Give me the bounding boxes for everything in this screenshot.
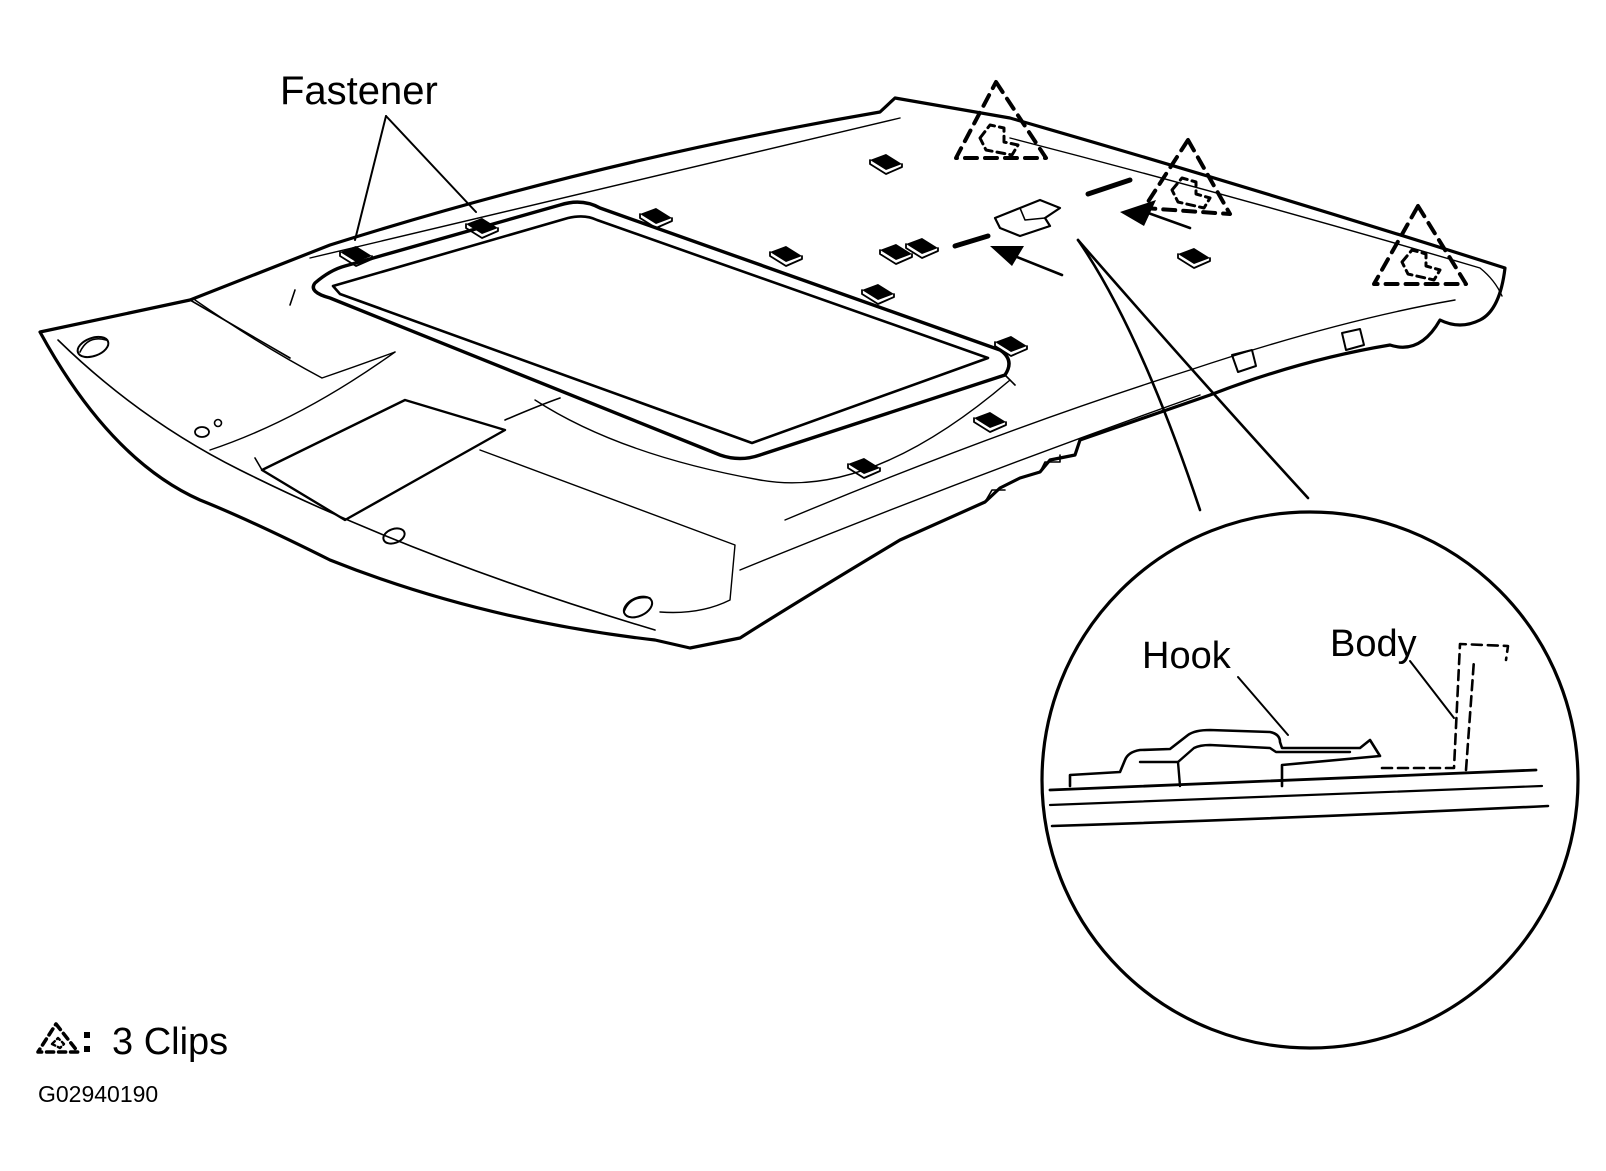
fastener-callout: Fastener [280,69,477,241]
fastener-pad [861,284,895,305]
grommet-holes [76,328,1365,619]
clip-markers [954,80,1468,286]
roof-headliner [38,96,1507,650]
clip-icon [1142,138,1232,216]
fastener-pad [639,208,673,229]
fastener-pad [869,154,903,175]
sunroof-opening [289,200,1016,461]
legend-count-text: 3 Clips [112,1021,228,1063]
fastener-pad [339,246,373,267]
fastener-pad [994,336,1028,357]
fastener-label: Fastener [280,69,438,113]
fastener-pad [769,246,803,267]
fastener-pads [339,154,1211,479]
fastener-pad [847,458,881,479]
fastener-pad [905,238,939,259]
hook-label: Hook [1142,635,1232,677]
fastener-pad [1177,248,1211,269]
fastener-pad [973,412,1007,433]
figure-code: G02940190 [38,1081,158,1107]
legend: 3 Clips [36,1021,228,1063]
body-label: Body [1330,623,1417,665]
fastener-pad [879,244,913,265]
detail-callout: Hook Body [1040,238,1580,1050]
fastener-pad [465,218,499,239]
clip-icon [1372,204,1468,286]
legend-colon [84,1032,90,1038]
hook-part [993,198,1062,238]
dashed-triangle-clip-icon [36,1022,80,1054]
clip-icon [954,80,1048,160]
legend-colon-dot [84,1046,90,1052]
